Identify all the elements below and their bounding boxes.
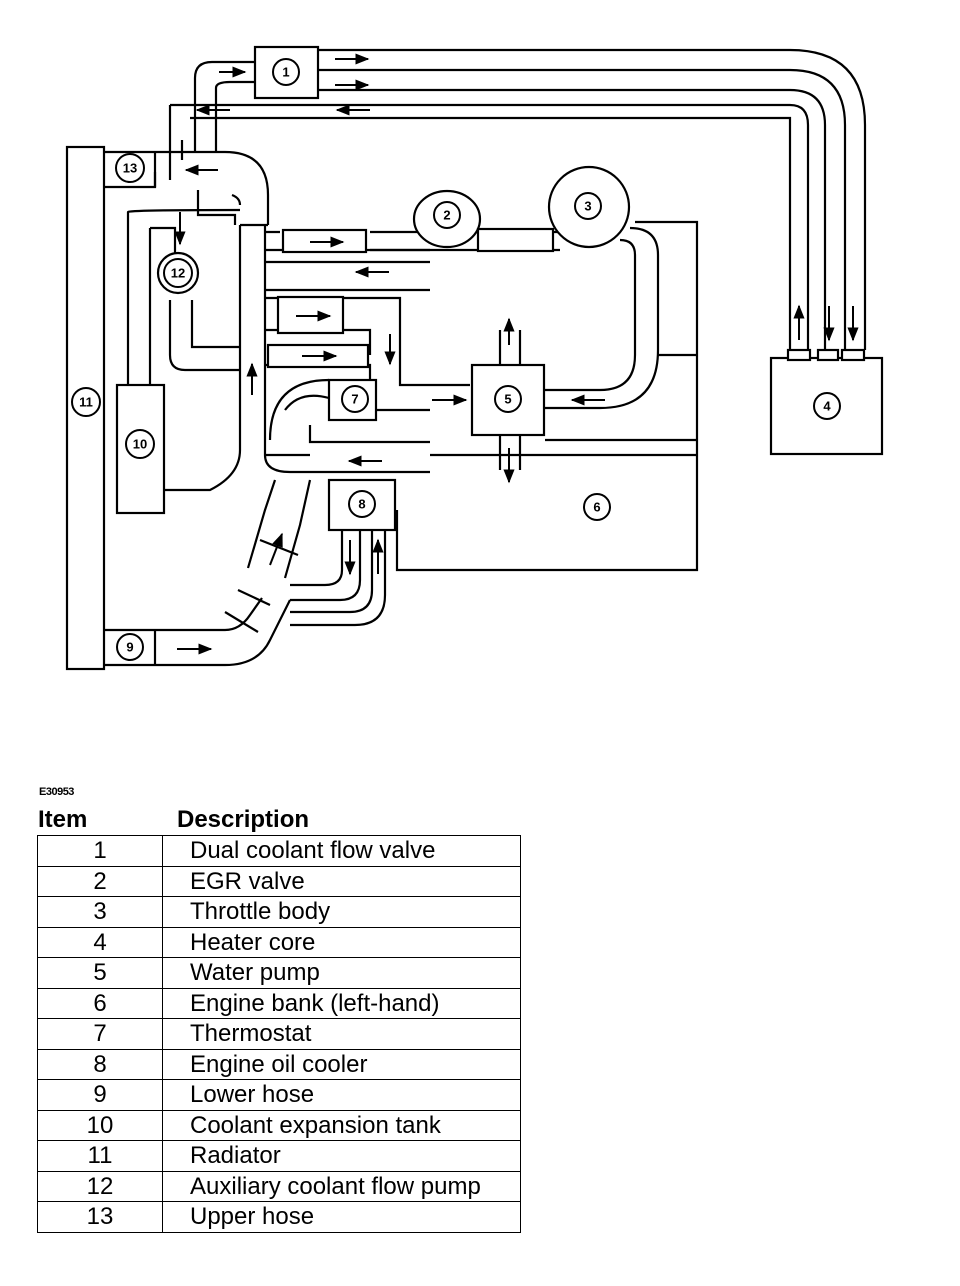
item-description: Radiator xyxy=(162,1140,521,1172)
item-number: 7 xyxy=(37,1018,163,1050)
oil-cooler-hoses xyxy=(290,530,387,627)
callout-7 xyxy=(341,385,369,413)
item-description: Lower hose xyxy=(162,1079,521,1111)
heater-hose-3 xyxy=(318,88,827,350)
callout-label-12: 12 xyxy=(171,266,185,281)
callout-10 xyxy=(125,429,155,459)
item-number: 11 xyxy=(37,1140,163,1172)
item-number: 3 xyxy=(37,896,163,928)
heater-hose-2 xyxy=(318,68,847,350)
callout-6 xyxy=(583,493,611,521)
callout-label-11: 11 xyxy=(79,395,93,410)
item-number: 9 xyxy=(37,1079,163,1111)
callout-label-8: 8 xyxy=(358,497,365,512)
heater-hose-4 xyxy=(170,103,810,350)
callout-1 xyxy=(272,58,300,86)
heater-hose-1 xyxy=(318,48,867,350)
callout-label-4: 4 xyxy=(823,399,831,414)
callout-label-3: 3 xyxy=(584,199,591,214)
callout-11 xyxy=(71,387,101,417)
item-description: Coolant expansion tank xyxy=(162,1109,521,1141)
item-description: Heater core xyxy=(162,926,521,958)
callout-13 xyxy=(115,153,145,183)
callout-2 xyxy=(433,201,461,229)
figure-reference-code: E30953 xyxy=(39,786,74,798)
callout-5 xyxy=(494,385,522,413)
item-description: EGR valve xyxy=(162,865,521,897)
engine-bank xyxy=(395,220,699,572)
callout-label-6: 6 xyxy=(593,500,600,515)
item-number: 13 xyxy=(37,1201,163,1233)
flow-arrow xyxy=(269,532,283,566)
item-number: 6 xyxy=(37,987,163,1019)
lower-hose xyxy=(104,597,291,667)
callout-label-9: 9 xyxy=(126,640,133,655)
item-description: Upper hose xyxy=(162,1201,521,1233)
item-description: Dual coolant flow valve xyxy=(162,835,521,867)
callout-3 xyxy=(574,192,602,220)
item-description: Thermostat xyxy=(162,1018,521,1050)
callout-label-5: 5 xyxy=(504,392,511,407)
callout-label-10: 10 xyxy=(133,437,147,452)
item-number: 1 xyxy=(37,835,163,867)
item-number: 12 xyxy=(37,1170,163,1202)
callout-label-13: 13 xyxy=(123,161,137,176)
legend-header-description: Description xyxy=(177,806,310,833)
item-number: 10 xyxy=(37,1109,163,1141)
item-number: 5 xyxy=(37,957,163,989)
expansion-tank-hose xyxy=(126,208,241,385)
item-number: 8 xyxy=(37,1048,163,1080)
callout-label-1: 1 xyxy=(282,65,289,80)
callout-4 xyxy=(813,392,841,420)
callout-label-7: 7 xyxy=(351,392,358,407)
item-description: Auxiliary coolant flow pump xyxy=(162,1170,521,1202)
item-number: 4 xyxy=(37,926,163,958)
callout-label-2: 2 xyxy=(443,208,450,223)
callout-9 xyxy=(116,633,144,661)
callout-12 xyxy=(163,258,193,288)
callout-8 xyxy=(348,490,376,518)
hose-to-valve-1 xyxy=(193,60,255,152)
item-number: 2 xyxy=(37,865,163,897)
item-description: Throttle body xyxy=(162,896,521,928)
legend-header-item: Item xyxy=(38,806,88,833)
item-description: Engine oil cooler xyxy=(162,1048,521,1080)
item-description: Water pump xyxy=(162,957,521,989)
coolant-system-diagram: 1 2 3 4 5 6 7 8 9 10 11 12 13 xyxy=(65,45,884,671)
item-description: Engine bank (left-hand) xyxy=(162,987,521,1019)
